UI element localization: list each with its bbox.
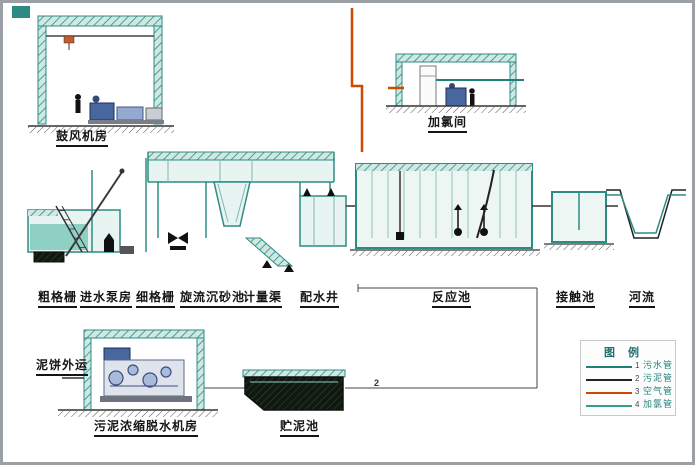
label-sludge-dewatering-room: 污泥浓缩脱水机房	[94, 419, 199, 437]
air-pipe	[350, 8, 404, 152]
sludge-storage-tank-structure	[242, 369, 346, 411]
legend-num-sewage: 1	[635, 361, 640, 370]
chlorination-room-structure	[386, 53, 526, 113]
legend-num-chlorine: 4	[635, 400, 640, 409]
label-blower-room: 鼓风机房	[56, 129, 109, 147]
legend-line-sludge	[586, 379, 632, 381]
label-reaction-tank: 反应池	[432, 290, 472, 308]
label-sludge-cake-out: 泥饼外运	[36, 358, 89, 376]
inlet-works	[27, 158, 188, 263]
legend-line-sewage	[586, 366, 632, 368]
label-river: 河流	[629, 290, 656, 308]
screenings-conveyor	[65, 171, 123, 257]
metering-channel-steps	[244, 237, 294, 272]
label-sludge-storage-tank: 贮泥池	[280, 419, 320, 437]
label-distribution-well: 配水井	[300, 290, 340, 308]
legend-num-sludge: 2	[635, 374, 640, 383]
legend-title: 图 例	[604, 347, 645, 359]
label-metering-channel: 计量渠	[243, 290, 283, 308]
legend-box	[580, 340, 676, 416]
sludge-dewatering-building	[58, 329, 218, 417]
contact-tank-structure	[532, 191, 618, 250]
legend-label-air: 空气管	[643, 386, 674, 396]
grit-funnel	[213, 181, 251, 227]
elevated-channel	[147, 151, 335, 238]
legend-label-sewage: 污水管	[643, 360, 674, 370]
mixer	[480, 228, 488, 236]
drop-pipe	[476, 169, 495, 239]
legend-num-air: 3	[635, 387, 640, 396]
sludge-pipes	[204, 284, 538, 389]
label-chlorination-room: 加氯间	[428, 115, 468, 133]
label-cyclone-grit-chamber: 旋流沉砂池	[180, 290, 246, 308]
reaction-tank-structure	[350, 163, 540, 256]
inlet-pump	[104, 240, 114, 252]
river-section	[606, 189, 686, 239]
blower-room-structure	[12, 6, 174, 133]
legend-label-chlorine: 加氯管	[643, 399, 674, 409]
label-contact-tank: 接触池	[556, 290, 596, 308]
distribution-well-structure	[299, 188, 356, 247]
mixer	[454, 228, 462, 236]
pipe-number-marker: 2	[374, 378, 380, 388]
legend-line-chlorine	[586, 405, 632, 407]
label-inlet-pump-house: 进水泵房	[80, 290, 133, 308]
label-fine-screen: 细格栅	[136, 290, 176, 308]
legend-label-sludge: 污泥管	[643, 373, 674, 383]
legend-line-air	[586, 392, 632, 394]
label-coarse-screen: 粗格栅	[38, 290, 78, 308]
belt-press	[100, 396, 192, 402]
